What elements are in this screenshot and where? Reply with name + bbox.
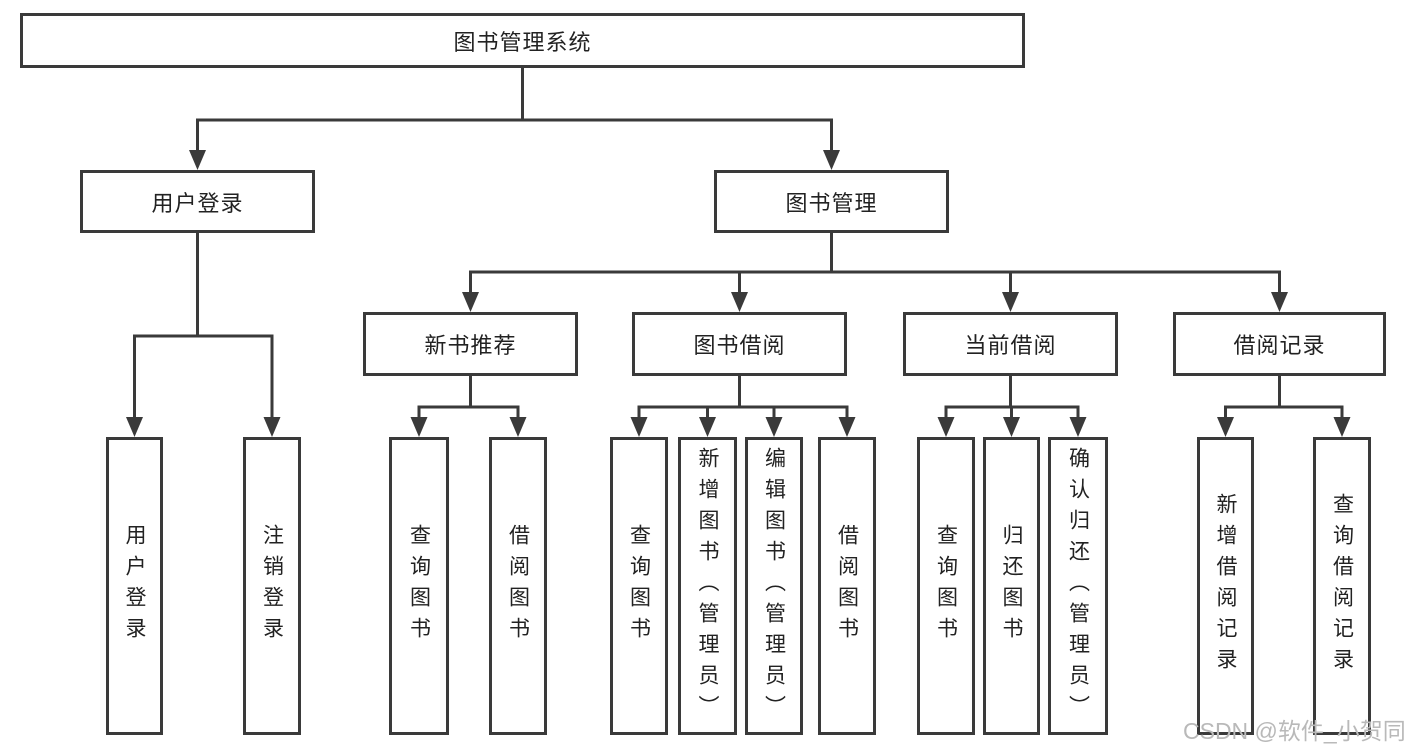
- leaf-logout: 注销登录: [243, 437, 301, 735]
- leaf-return-books: 归还图书: [983, 437, 1040, 735]
- node-book-management-module: 图书管理: [714, 170, 949, 233]
- node-book-borrow: 图书借阅: [632, 312, 847, 376]
- csdn-watermark: CSDN @软件_小贺同学: [1183, 718, 1405, 744]
- node-root-library-system: 图书管理系统: [20, 13, 1025, 68]
- leaf-query-borrow-record: 查询借阅记录: [1313, 437, 1371, 735]
- leaf-add-borrow-record: 新增借阅记录: [1197, 437, 1254, 735]
- leaf-confirm-return-admin: 确认归还（管理员）: [1048, 437, 1108, 735]
- node-borrow-records: 借阅记录: [1173, 312, 1386, 376]
- node-new-book-recommend: 新书推荐: [363, 312, 578, 376]
- leaf-edit-book-admin: 编辑图书（管理员）: [745, 437, 803, 735]
- node-user-login-module: 用户登录: [80, 170, 315, 233]
- leaf-query-books-current: 查询图书: [917, 437, 975, 735]
- leaf-user-login: 用户登录: [106, 437, 163, 735]
- leaf-query-books-recommend: 查询图书: [389, 437, 449, 735]
- leaf-query-books-borrow: 查询图书: [610, 437, 668, 735]
- leaf-borrow-books: 借阅图书: [818, 437, 876, 735]
- leaf-borrow-books-recommend: 借阅图书: [489, 437, 547, 735]
- node-current-borrow: 当前借阅: [903, 312, 1118, 376]
- leaf-add-book-admin: 新增图书（管理员）: [678, 437, 737, 735]
